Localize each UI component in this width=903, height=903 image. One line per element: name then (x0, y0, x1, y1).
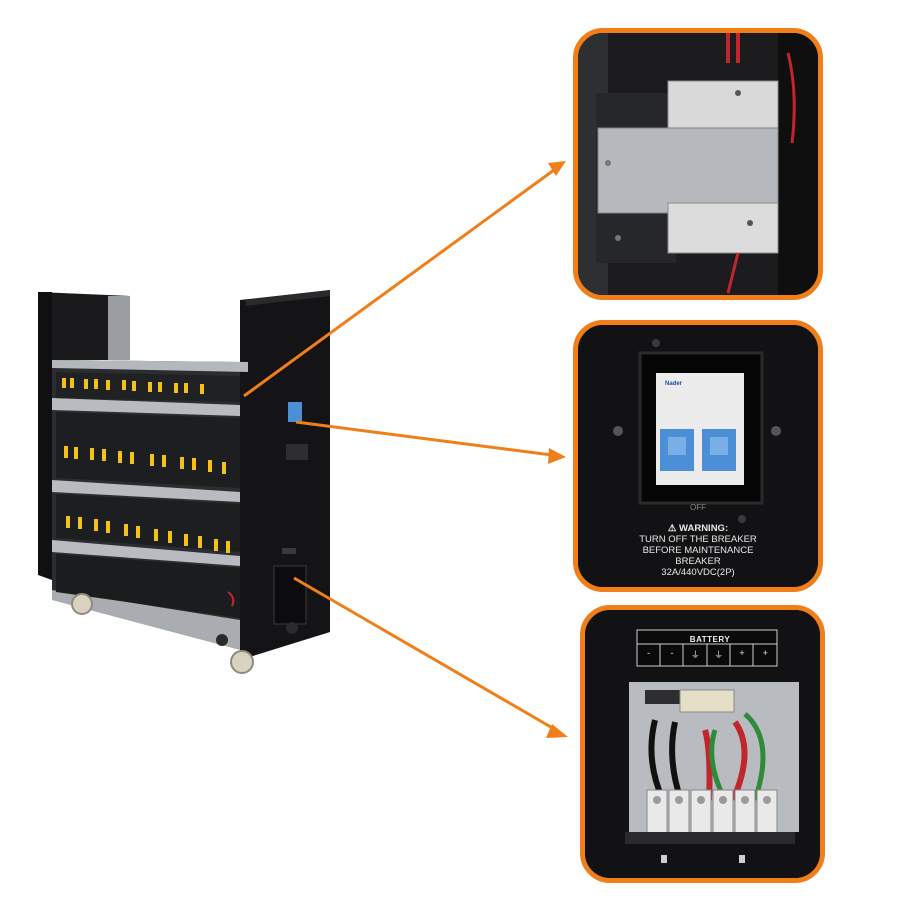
terminal-mark: + (762, 648, 768, 658)
shelf-1 (52, 360, 248, 372)
shelf-bottom (52, 590, 240, 650)
warning-title: ⚠ WARNING: (667, 523, 729, 534)
side-breaker-window (288, 402, 302, 422)
caster-wheels (71, 593, 298, 674)
bracket-closeup (578, 33, 818, 295)
terminal-mark: ⏚ (714, 650, 724, 660)
callout-arrows (243, 161, 568, 738)
off-label: OFF (690, 503, 706, 512)
cabinet-back-panel (38, 292, 130, 360)
shelf-4 (52, 540, 240, 566)
callout-panel-breaker: Nader OFF ⚠ WARNING: TURN OFF THE BREAKE… (573, 320, 823, 592)
breaker-brand: Nader (665, 381, 683, 387)
callout-panel-terminal: BATTERY - - ⏚ ⏚ + + (580, 605, 825, 883)
side-terminal-box (273, 565, 307, 625)
warning-line-4: BREAKER (675, 556, 721, 567)
cabinet-left-frame (38, 292, 52, 580)
shelf-2 (52, 398, 240, 416)
terminal-closeup (585, 610, 820, 878)
shelf-3 (52, 480, 240, 502)
battery-terminals (62, 378, 230, 553)
terminal-mark: - (647, 648, 651, 658)
callout-panel-bracket (573, 28, 823, 300)
terminal-mark: - (670, 648, 674, 658)
breaker-closeup (578, 325, 818, 587)
warning-line-3: BEFORE MAINTENANCE (642, 545, 754, 556)
terminal-mark: + (739, 648, 745, 658)
battery-label: BATTERY (689, 635, 731, 644)
terminal-mark: ⏚ (690, 650, 700, 660)
fuse-holder (679, 689, 735, 713)
warning-line-2: TURN OFF THE BREAKER (639, 534, 757, 545)
warning-line-5: 32A/440VDC(2P) (661, 567, 735, 578)
